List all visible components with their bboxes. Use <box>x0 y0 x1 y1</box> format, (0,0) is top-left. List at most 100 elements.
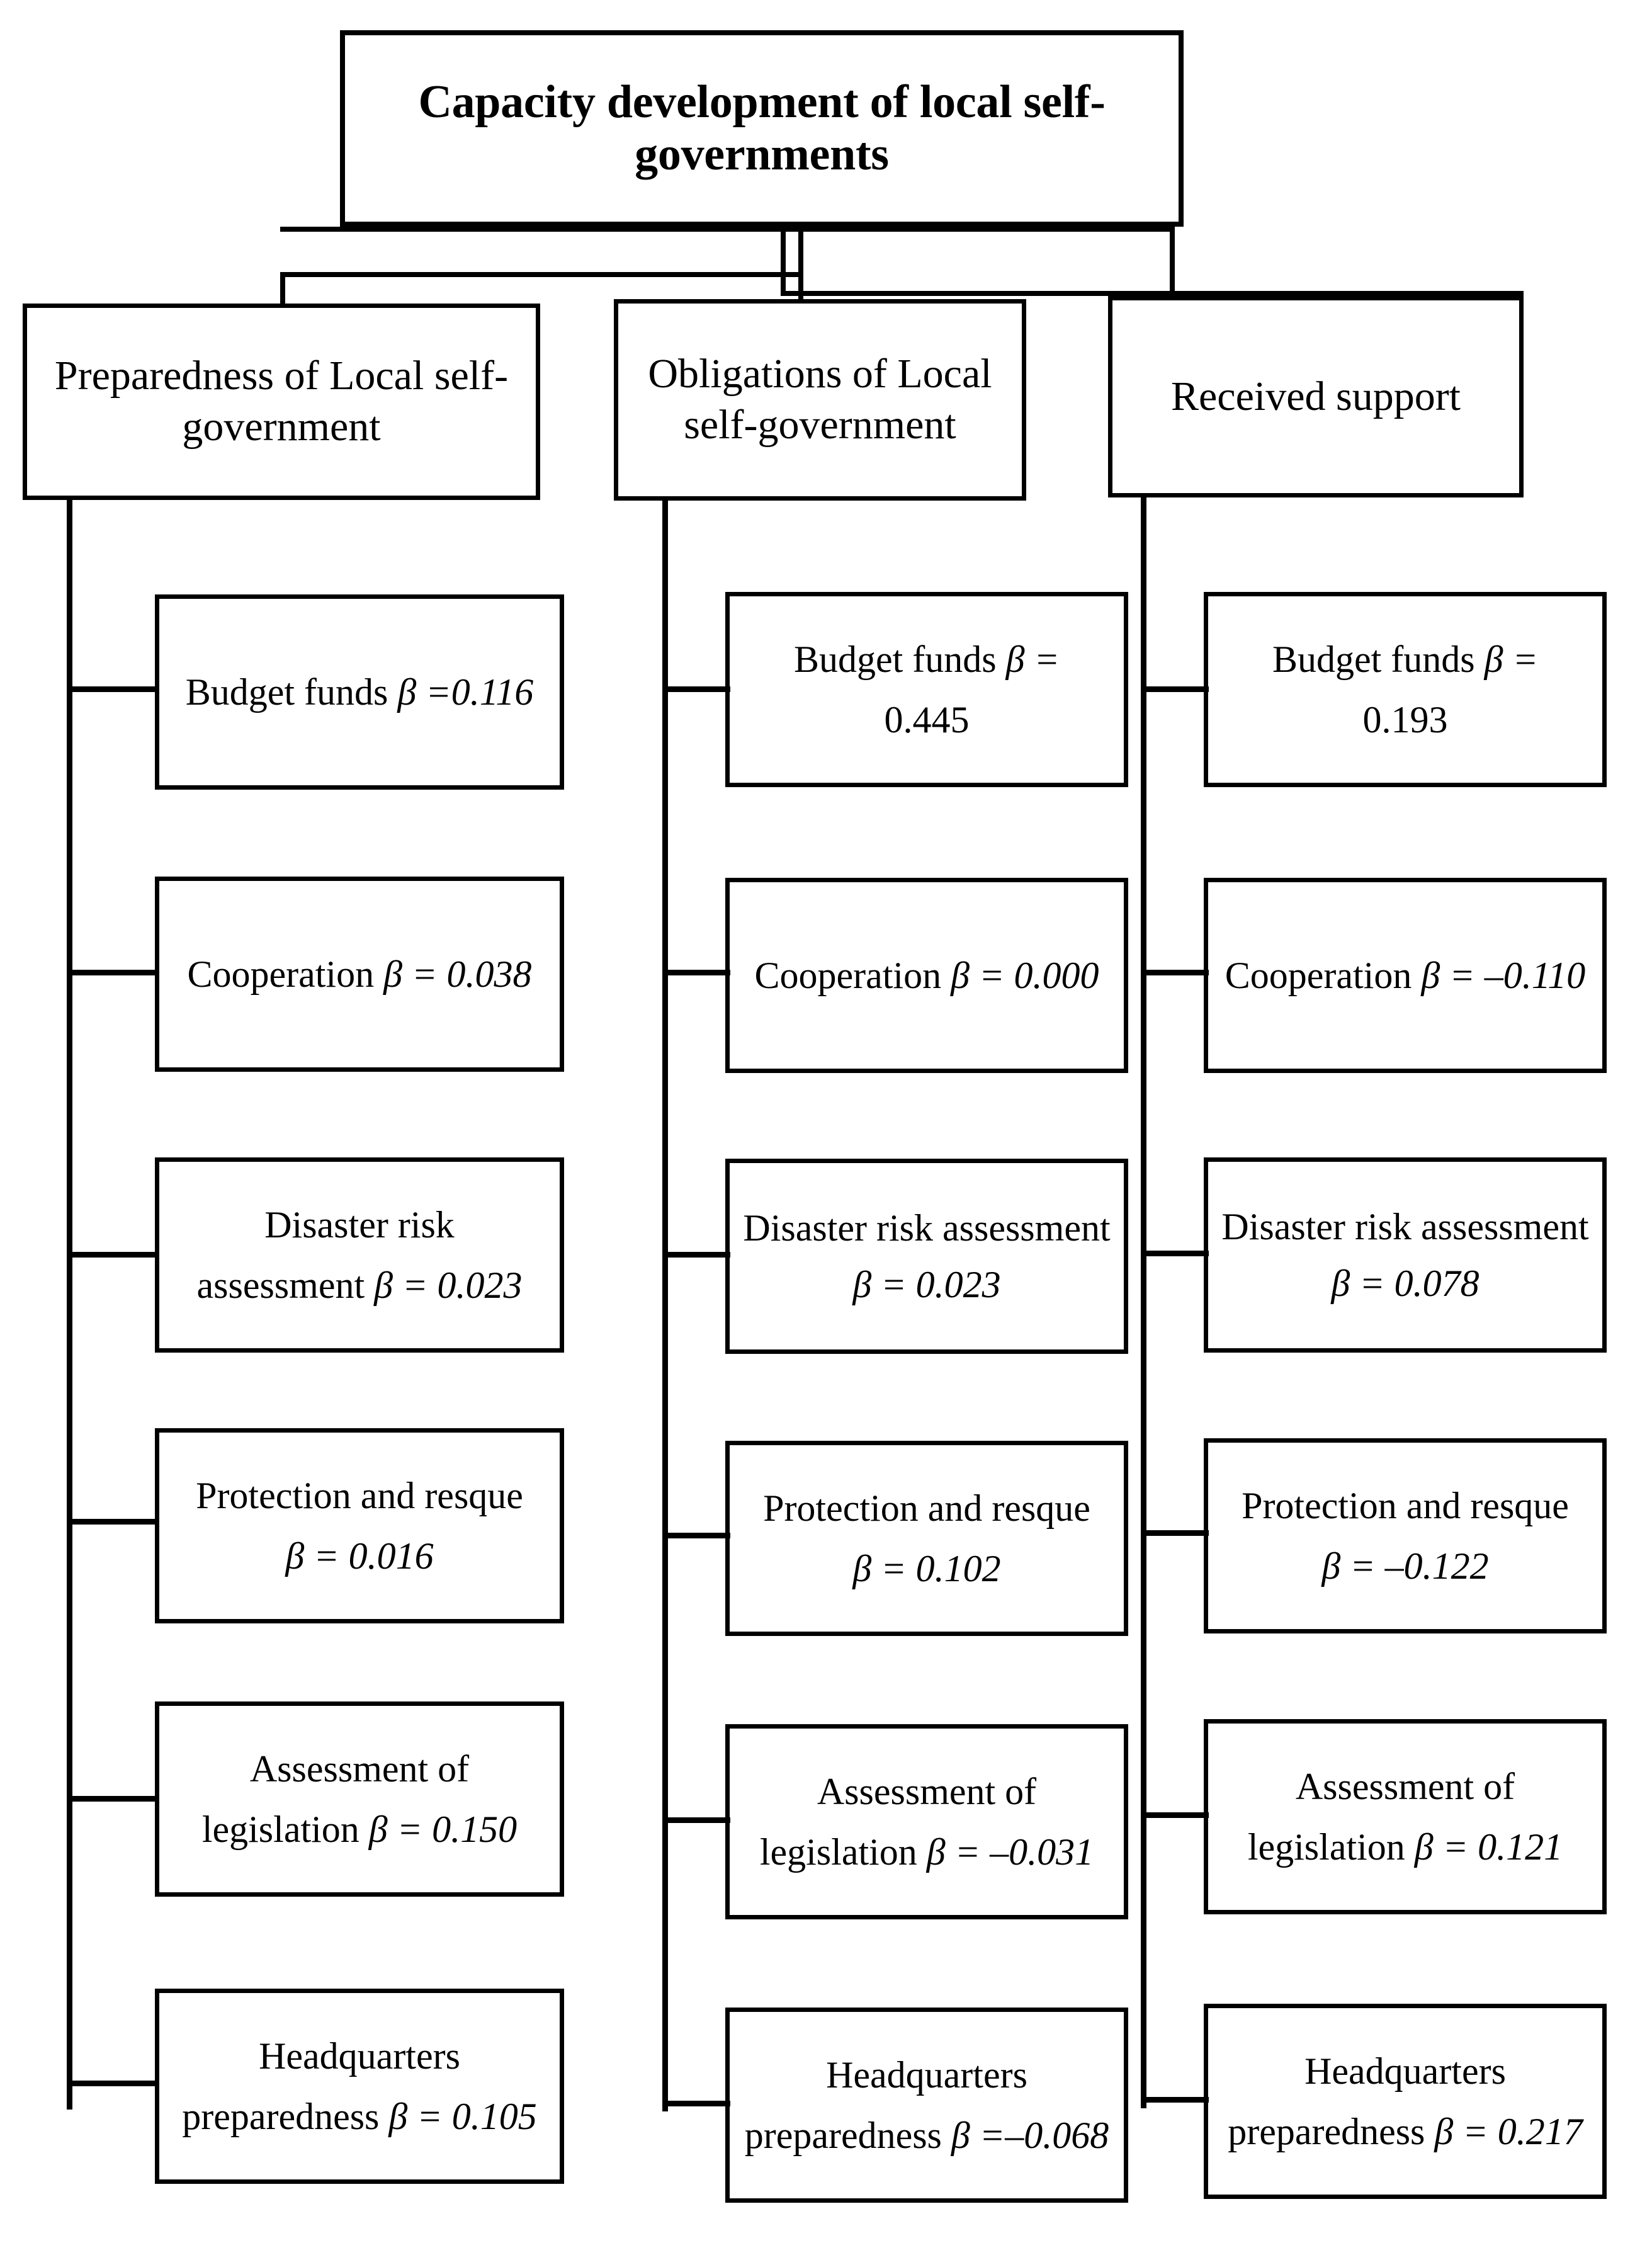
category-header-obligations: Obligations of Local self-government <box>614 299 1026 501</box>
connector-root-bus-upper <box>280 227 1174 232</box>
rail-col0 <box>67 497 72 2110</box>
leaf-node: Headquarters preparedness β = 0.105 <box>155 1989 564 2184</box>
leaf-line2: preparedness β = 0.217 <box>1228 2111 1583 2152</box>
leaf-node: Budget funds β =0.116 <box>155 594 564 790</box>
connector-stub <box>1141 2097 1209 2103</box>
leaf-node: Budget funds β = 0.445 <box>725 592 1128 787</box>
beta-value: β =–0.068 <box>951 2115 1109 2156</box>
beta-value: β = 0.078 <box>1331 1263 1479 1304</box>
connector-stub <box>67 1252 159 1258</box>
leaf-node: Disaster risk assessment β = 0.078 <box>1204 1157 1607 1353</box>
leaf-node: Disaster risk assessment β = 0.023 <box>725 1159 1128 1354</box>
connector-stub <box>1141 1812 1209 1818</box>
connector-drop-col1 <box>798 227 803 302</box>
beta-value: β = <box>1484 639 1539 680</box>
connector-stub <box>67 1796 159 1802</box>
leaf-line1: Cooperation β = 0.000 <box>754 955 1099 996</box>
leaf-node: Assessment of legislation β = 0.121 <box>1204 1719 1607 1914</box>
leaf-node: Cooperation β = –0.110 <box>1204 878 1607 1073</box>
root-node: Capacity development of local self- gove… <box>340 30 1184 227</box>
header-1-line1: Obligations of Local <box>648 351 992 397</box>
header-0-line1: Preparedness of Local self- <box>54 353 509 399</box>
leaf-node: Headquarters preparedness β = 0.217 <box>1204 2004 1607 2199</box>
leaf-line1: Assessment of <box>249 1748 470 1790</box>
connector-drop-col2 <box>1170 227 1175 299</box>
leaf-line1: Headquarters <box>259 2035 460 2077</box>
connector-stub <box>662 1533 730 1538</box>
rail-col1 <box>662 499 668 2111</box>
leaf-node: Protection and resque β = 0.016 <box>155 1428 564 1623</box>
connector-stub <box>1141 1251 1209 1256</box>
leaf-line2: β = 0.016 <box>285 1537 433 1575</box>
leaf-node: Budget funds β = 0.193 <box>1204 592 1607 787</box>
beta-value: β = 0.121 <box>1414 1826 1563 1868</box>
leaf-line1: Budget funds β =0.116 <box>185 671 534 713</box>
beta-value: β = 0.105 <box>388 2096 537 2137</box>
header-2-line1: Received support <box>1170 373 1461 419</box>
leaf-line1: Disaster risk <box>264 1204 455 1246</box>
leaf-line1: Assessment of <box>817 1771 1037 1812</box>
leaf-line2: β = 0.102 <box>852 1550 1000 1588</box>
beta-value: β = 0.217 <box>1434 2111 1583 2152</box>
leaf-node: Headquarters preparedness β =–0.068 <box>725 2008 1128 2203</box>
leaf-line2: legislation β = –0.031 <box>759 1831 1094 1873</box>
rail-col2 <box>1141 496 1146 2108</box>
beta-value: β = 0.000 <box>951 955 1099 996</box>
beta-value: β = 0.038 <box>383 953 532 995</box>
beta-value: β = –0.122 <box>1321 1545 1489 1587</box>
header-1-line2: self-government <box>684 402 956 448</box>
connector-root-drop <box>781 227 786 296</box>
beta-value: β = 0.023 <box>852 1264 1001 1305</box>
leaf-node: Protection and resque β = 0.102 <box>725 1441 1128 1636</box>
leaf-line2: 0.193 <box>1362 699 1448 741</box>
leaf-line2: legislation β = 0.121 <box>1247 1826 1563 1868</box>
beta-value: β = 0.023 <box>374 1264 523 1306</box>
connector-stub <box>662 2101 730 2106</box>
beta-value: β = –0.110 <box>1421 955 1586 996</box>
beta-value: β = 0.102 <box>852 1548 1001 1589</box>
beta-value: β = –0.031 <box>926 1831 1094 1873</box>
beta-value: β =0.116 <box>397 671 534 713</box>
connector-stub <box>662 1252 730 1258</box>
connector-stub <box>67 2081 159 2086</box>
leaf-node: Cooperation β = 0.000 <box>725 878 1128 1073</box>
leaf-line2: assessment β = 0.023 <box>196 1264 523 1306</box>
leaf-node: Disaster risk assessment β = 0.023 <box>155 1157 564 1353</box>
connector-stub <box>662 686 730 692</box>
connector-stub <box>1141 686 1209 692</box>
leaf-line1: Disaster risk assessment <box>743 1207 1111 1249</box>
connector-stub <box>662 970 730 975</box>
leaf-line1: Headquarters <box>1304 2050 1506 2092</box>
connector-root-bus-left <box>280 272 803 277</box>
beta-value: β = 0.150 <box>368 1809 518 1850</box>
root-title-line2: governments <box>635 128 889 180</box>
leaf-line1: Assessment of <box>1295 1766 1515 1807</box>
leaf-line1: Budget funds β = <box>1272 639 1539 680</box>
connector-stub <box>1141 1530 1209 1536</box>
leaf-line1: Protection and resque <box>196 1475 523 1516</box>
leaf-node: Protection and resque β = –0.122 <box>1204 1438 1607 1633</box>
category-header-received-support: Received support <box>1108 296 1524 497</box>
leaf-line1: Cooperation β = –0.110 <box>1225 955 1586 996</box>
leaf-line1: Cooperation β = 0.038 <box>187 953 532 995</box>
leaf-line2: legislation β = 0.150 <box>201 1809 518 1850</box>
beta-value: β = <box>1005 639 1060 680</box>
leaf-line2: 0.445 <box>884 699 970 741</box>
leaf-line1: Disaster risk assessment <box>1221 1206 1589 1247</box>
leaf-line2: β = 0.023 <box>852 1266 1000 1304</box>
connector-stub <box>67 970 159 975</box>
beta-value: β = 0.016 <box>285 1535 434 1577</box>
leaf-line2: preparedness β =–0.068 <box>744 2115 1109 2156</box>
leaf-line2: preparedness β = 0.105 <box>182 2096 537 2137</box>
root-title-line1: Capacity development of local self- <box>418 76 1106 128</box>
header-0-line2: government <box>182 404 381 450</box>
leaf-line1: Protection and resque <box>763 1487 1090 1529</box>
connector-stub <box>67 1519 159 1525</box>
connector-stub <box>1141 970 1209 975</box>
leaf-line1: Headquarters <box>826 2054 1027 2096</box>
connector-drop-col0 <box>280 272 285 306</box>
connector-stub <box>67 686 159 692</box>
leaf-node: Assessment of legislation β = 0.150 <box>155 1701 564 1897</box>
leaf-line1: Budget funds β = <box>793 639 1060 680</box>
